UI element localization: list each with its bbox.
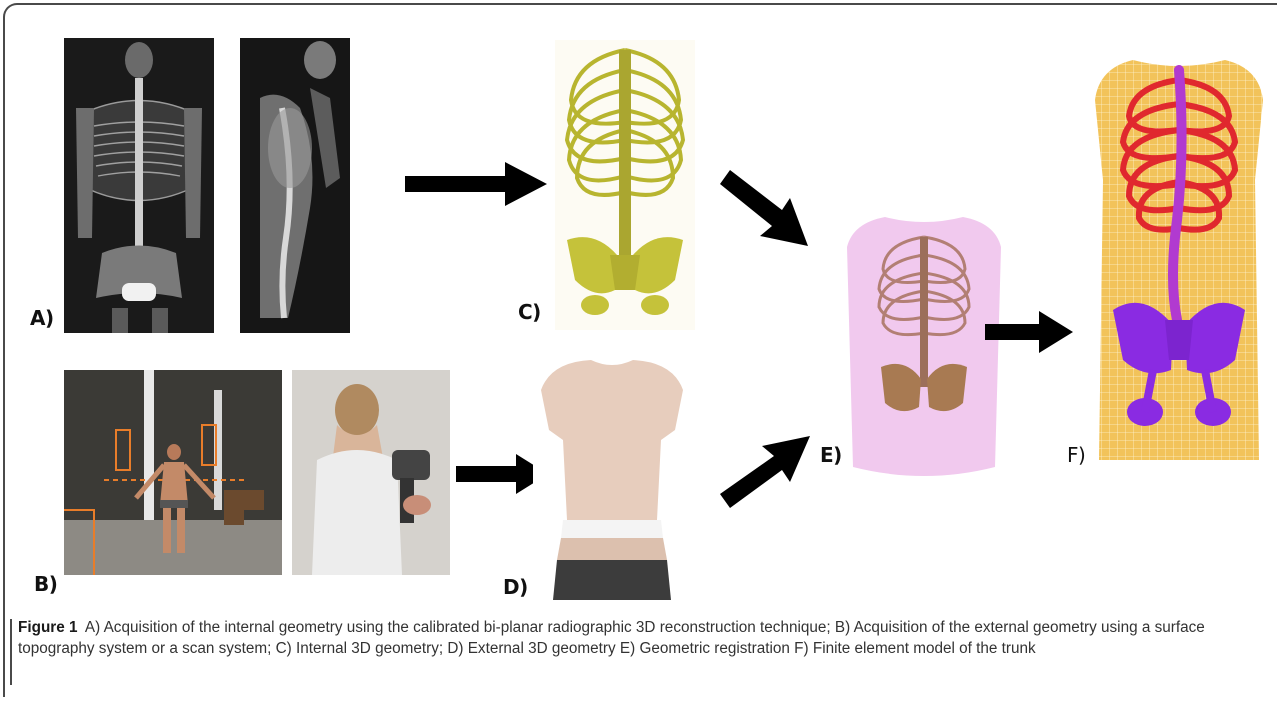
label-d: D) <box>503 575 528 599</box>
label-e: E) <box>820 443 842 467</box>
finite-element-model-image <box>1093 40 1265 465</box>
caption-text: A) Acquisition of the internal geometry … <box>18 619 1205 657</box>
label-f: F) <box>1067 443 1085 467</box>
registration-3d-image <box>845 207 1003 485</box>
figure-caption: Figure 1 A) Acquisition of the internal … <box>18 617 1268 659</box>
xray-frontal-image <box>64 38 214 333</box>
label-c: C) <box>518 300 541 324</box>
label-b: B) <box>34 572 57 596</box>
caption-bar <box>10 619 12 685</box>
arrow-e-to-f <box>985 310 1073 354</box>
ribcage-3d-image <box>555 40 695 330</box>
arrow-a-to-c <box>405 160 547 208</box>
arrow-d-to-e <box>720 430 812 510</box>
xray-lateral-image <box>240 38 350 333</box>
label-a: A) <box>30 306 54 330</box>
scan-room-photo <box>64 370 282 575</box>
handheld-scan-photo <box>292 370 450 575</box>
arrow-c-to-e <box>720 170 810 250</box>
caption-title: Figure 1 <box>18 619 78 636</box>
torso-scan-3d-image <box>533 350 691 600</box>
